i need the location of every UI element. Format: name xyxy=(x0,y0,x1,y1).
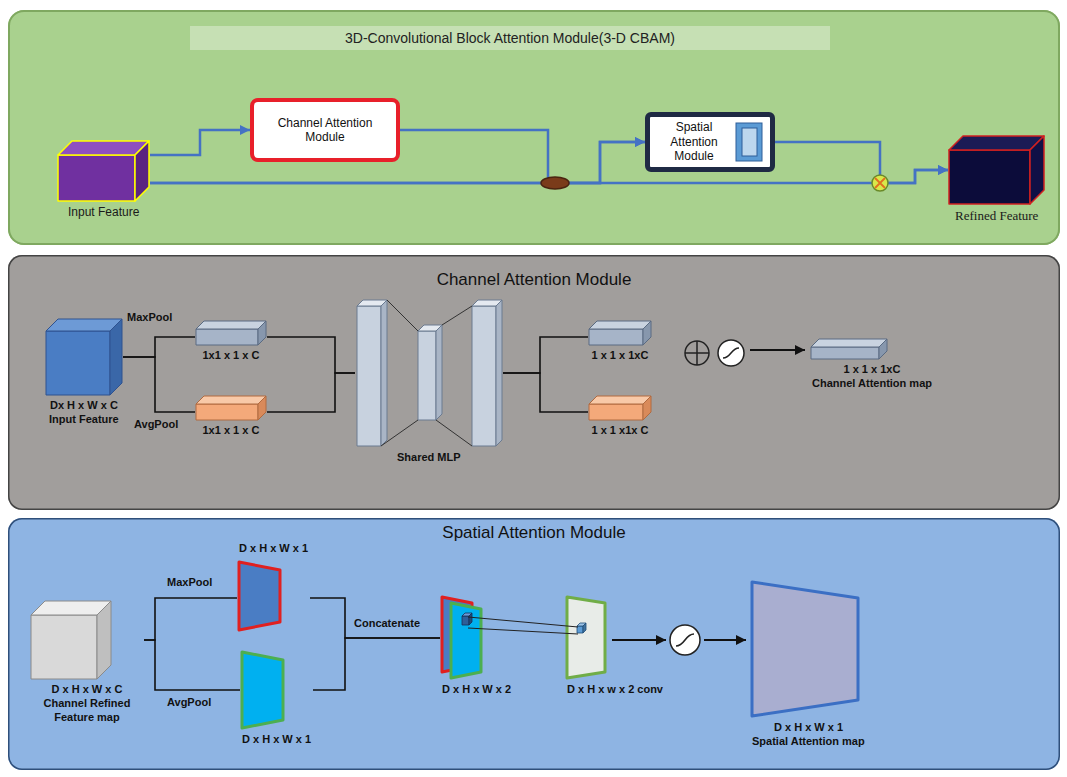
process-box: Spatial Attention Module xyxy=(645,112,775,172)
avg-pool-map-outline xyxy=(240,650,313,730)
pooled-vector: 1x1 x 1 x C xyxy=(195,320,267,346)
panel-heading: Channel Attention Module xyxy=(8,269,1060,290)
concatenated-maps-outline xyxy=(440,595,513,680)
box-label: Channel Attention Module xyxy=(262,116,388,145)
caption-label: Spatial Attention map xyxy=(752,735,865,749)
spatial-attention-map: D x H x W x 1Spatial Attention map xyxy=(750,580,867,718)
shared-mlp: Shared MLP xyxy=(355,298,503,448)
caption-label: Channel Refined Feature map xyxy=(32,697,142,725)
edge-label: MaxPool xyxy=(165,576,214,589)
caption-label: Input Feature xyxy=(49,413,119,427)
caption-label: 1 x 1 x 1xC xyxy=(844,363,901,377)
module-band: Spatial Attention Module D x H x W x CCha… xyxy=(8,518,1060,770)
caption-label: D x H x W x 1 xyxy=(774,721,843,735)
caption-label: 1 x 1 x1x C xyxy=(592,424,649,438)
edge-label: AvgPool xyxy=(132,418,180,431)
edge-label: AvgPool xyxy=(165,696,213,709)
input-feature-cube: Dx H x W x CInput Feature xyxy=(45,318,123,396)
cbam-band: 3D-Convolutional Block Attention Module(… xyxy=(8,10,1060,245)
avg-pool-map: D x H x W x 1 xyxy=(240,650,313,730)
refined-feature-block-outline xyxy=(948,135,1045,205)
max-pool-map-outline xyxy=(237,560,310,632)
input-feature-block-outline xyxy=(57,140,150,202)
input-feature-block: Input Feature xyxy=(57,140,150,202)
output-vector: 1 x 1 x 1xC xyxy=(588,320,652,346)
caption-label: D x H x w x 2 conv xyxy=(567,683,663,697)
spatial-attention-map-outline xyxy=(750,580,867,718)
channel-attention-map-outline xyxy=(810,338,934,360)
caption-label: D x H x W x 2 xyxy=(442,683,511,697)
caption-label: 1 x 1 x 1xC xyxy=(592,349,649,363)
panel-heading: Spatial Attention Module xyxy=(8,522,1060,543)
output-vector-outline xyxy=(588,320,652,346)
input-feature-cube-outline xyxy=(45,318,123,396)
pooled-vector-outline xyxy=(195,395,267,421)
caption-label: D x H x W x C xyxy=(52,683,123,697)
title-bar: 3D-Convolutional Block Attention Module(… xyxy=(190,26,830,50)
caption-label: 1x1 x 1 x C xyxy=(203,349,260,363)
output-vector: 1 x 1 x1x C xyxy=(588,395,652,421)
channel-attention-map: 1 x 1 x 1xCChannel Attention map xyxy=(810,338,934,360)
module-band: Channel Attention Module Dx H x W x CInpu… xyxy=(8,255,1060,510)
refined-feature-cube-outline xyxy=(30,600,144,680)
shared-mlp-outline xyxy=(355,298,503,448)
caption-label: D x H x W x 1 xyxy=(242,733,311,747)
concatenated-maps: D x H x W x 2 xyxy=(440,595,513,680)
edge-label: MaxPool xyxy=(125,311,174,324)
output-vector-outline xyxy=(588,395,652,421)
operation-label: Concatenate xyxy=(352,617,422,630)
caption-label: Refined Feature xyxy=(955,208,1038,224)
pooled-vector: 1x1 x 1 x C xyxy=(195,395,267,421)
caption-label: Input Feature xyxy=(68,205,139,220)
caption-label: Dx H x W x C xyxy=(50,399,118,413)
caption-label: Shared MLP xyxy=(397,451,461,465)
process-box: Channel Attention Module xyxy=(250,98,400,162)
caption-label: 1x1 x 1 x C xyxy=(203,424,260,438)
pooled-vector-outline xyxy=(195,320,267,346)
refined-feature-block: Refined Feature xyxy=(948,135,1045,205)
dimension-label: D x H x W x 1 xyxy=(239,542,308,556)
refined-feature-cube: D x H x W x CChannel Refined Feature map xyxy=(30,600,144,680)
conv-map-outline xyxy=(565,595,665,680)
caption-label: Channel Attention map xyxy=(812,377,932,391)
conv-map: D x H x w x 2 conv xyxy=(565,595,665,680)
max-pool-map: D x H x W x 1 xyxy=(237,560,310,632)
box-label: Spatial Attention Module xyxy=(656,120,732,163)
